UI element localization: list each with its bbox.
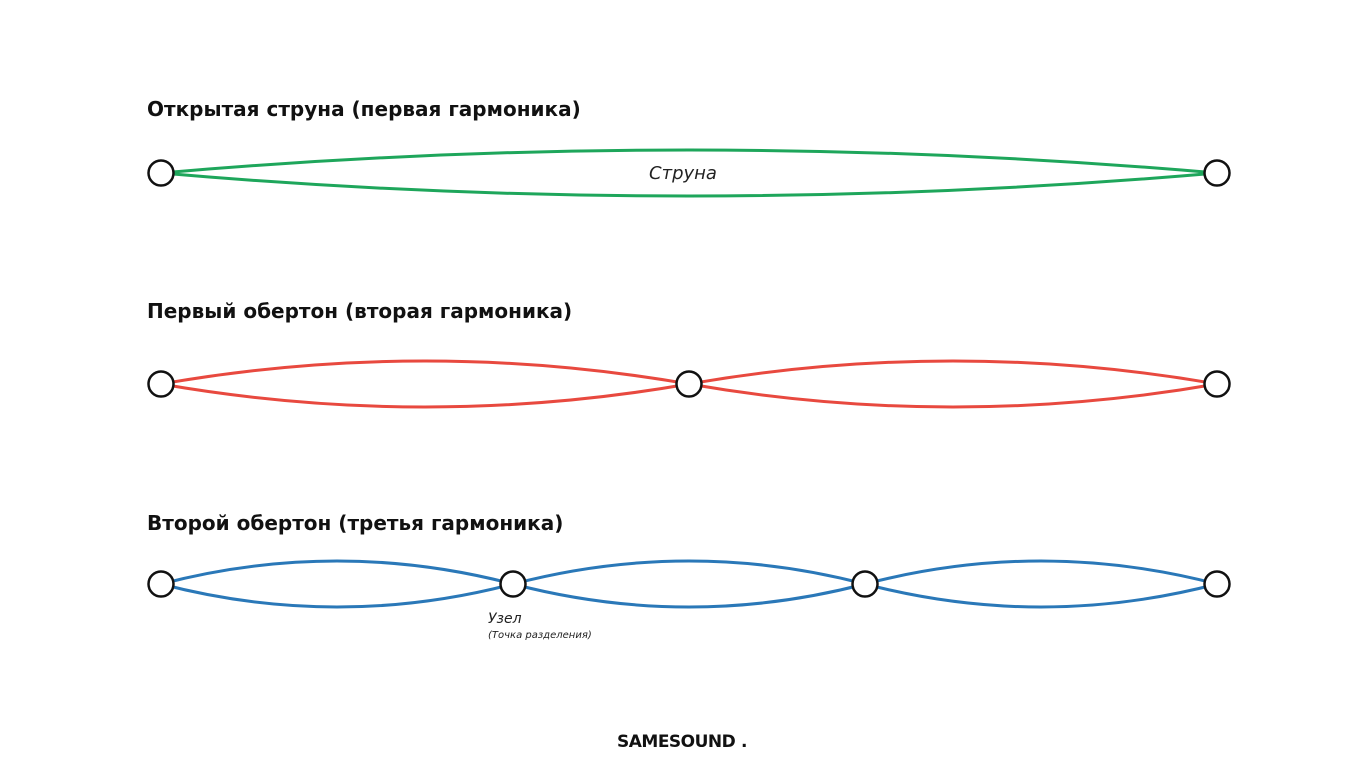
node-circle-icon <box>147 570 175 598</box>
loop-2-1 <box>160 359 690 409</box>
title-first-harmonic: Открытая струна (первая гармоника) <box>147 97 581 121</box>
title-second-harmonic: Первый обертон (вторая гармоника) <box>147 299 572 323</box>
loop-3-3 <box>859 559 1223 609</box>
node-circle-icon <box>1203 570 1231 598</box>
brand-dot: . <box>741 732 747 752</box>
node-sublabel: (Точка разделения) <box>488 630 592 641</box>
loop-2-2 <box>688 359 1218 409</box>
node-circle-icon <box>851 570 879 598</box>
node-circle-icon <box>147 370 175 398</box>
node-circle-icon <box>1203 370 1231 398</box>
samesound-logo: SAMESOUND . <box>617 732 747 752</box>
node-circle-icon <box>1203 159 1231 187</box>
node-circle-icon <box>499 570 527 598</box>
title-third-harmonic: Второй обертон (третья гармоника) <box>147 511 563 535</box>
string-nodes <box>147 159 1231 598</box>
string-label: Струна <box>649 163 717 184</box>
node-circle-icon <box>147 159 175 187</box>
loop-3-2 <box>507 559 871 609</box>
node-label: Узел <box>488 611 522 627</box>
brand-name: SAMESOUND <box>617 732 736 752</box>
node-circle-icon <box>675 370 703 398</box>
loop-3-1 <box>155 559 519 609</box>
